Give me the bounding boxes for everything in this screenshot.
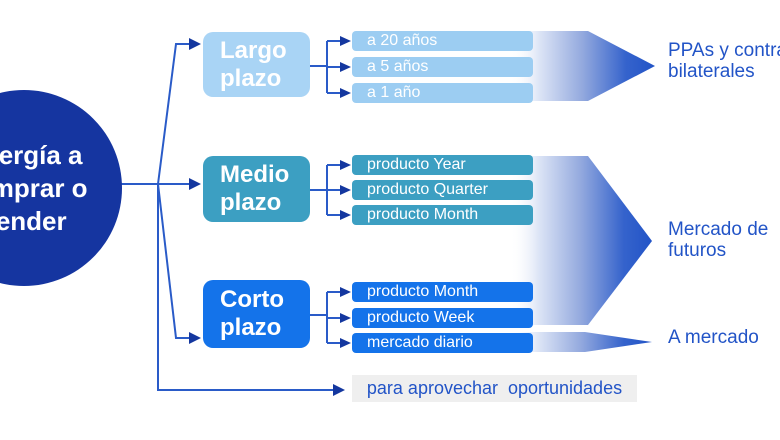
term-box-medio-plazo: Medio plazo (203, 156, 310, 222)
term-box-corto-plazo: Corto plazo (203, 280, 310, 348)
corto-spine (310, 291, 341, 344)
outcome-label-a-mercado: A mercado (668, 327, 759, 348)
product-bar-label: producto Month (367, 206, 479, 223)
product-bar: a 20 años (352, 31, 533, 51)
product-bar-label: producto Month (367, 283, 479, 300)
term-box-label: Corto plazo (220, 286, 284, 341)
term-box-label: Largo plazo (220, 36, 287, 92)
root-fan (112, 43, 334, 391)
arrowhead-opportunity-icon (333, 384, 345, 396)
product-bar-label: a 20 años (367, 32, 438, 49)
term-box-largo-plazo: Largo plazo (203, 32, 310, 97)
flow-arrow-futuros (510, 156, 652, 325)
root-label-line: comprar o (0, 172, 88, 203)
outcome-label-ppa: PPAs y contratos bilaterales (668, 40, 780, 82)
flow-arrow-ppa (510, 31, 655, 101)
arrowhead-medio-icon (189, 178, 201, 190)
medio-spine-arrowheads (340, 160, 351, 220)
arrowhead-corto-icon (189, 332, 201, 344)
product-bar-label: producto Quarter (367, 181, 488, 198)
product-bar-label: a 5 años (367, 58, 429, 75)
largo-spine-arrowheads (340, 36, 351, 98)
product-bar: a 5 años (352, 57, 533, 77)
corto-spine-arrowheads (340, 287, 351, 348)
product-bar-label: mercado diario (367, 334, 473, 351)
connector-root-largo (157, 43, 190, 185)
product-bar: a 1 año (352, 83, 533, 103)
product-bar-label: producto Week (367, 309, 475, 326)
product-bar: mercado diario (352, 333, 533, 353)
outcome-label-futuros: Mercado de futuros (668, 219, 769, 261)
opportunity-label: para aprovechar oportunidades (366, 378, 623, 398)
term-box-label: Medio plazo (220, 161, 290, 216)
root-fan-arrowheads (189, 38, 345, 396)
medio-spine (310, 164, 341, 216)
product-bar: producto Month (352, 282, 533, 302)
largo-spine (310, 40, 341, 94)
opportunity-chip: para aprovechar oportunidades (352, 375, 637, 402)
root-label-line: Energía a (0, 139, 83, 170)
product-bar-label: producto Year (367, 156, 466, 173)
product-bar: producto Year (352, 155, 533, 175)
arrowhead-largo-icon (189, 38, 201, 50)
product-bar: producto Quarter (352, 180, 533, 200)
product-bar: producto Week (352, 308, 533, 328)
root-label-line: vender (0, 205, 67, 236)
flow-arrow-spot (510, 332, 652, 352)
product-bar-label: a 1 año (367, 84, 421, 101)
product-bar: producto Month (352, 205, 533, 225)
connector-root-opportunity (157, 184, 334, 391)
connector-root-corto (157, 183, 190, 339)
